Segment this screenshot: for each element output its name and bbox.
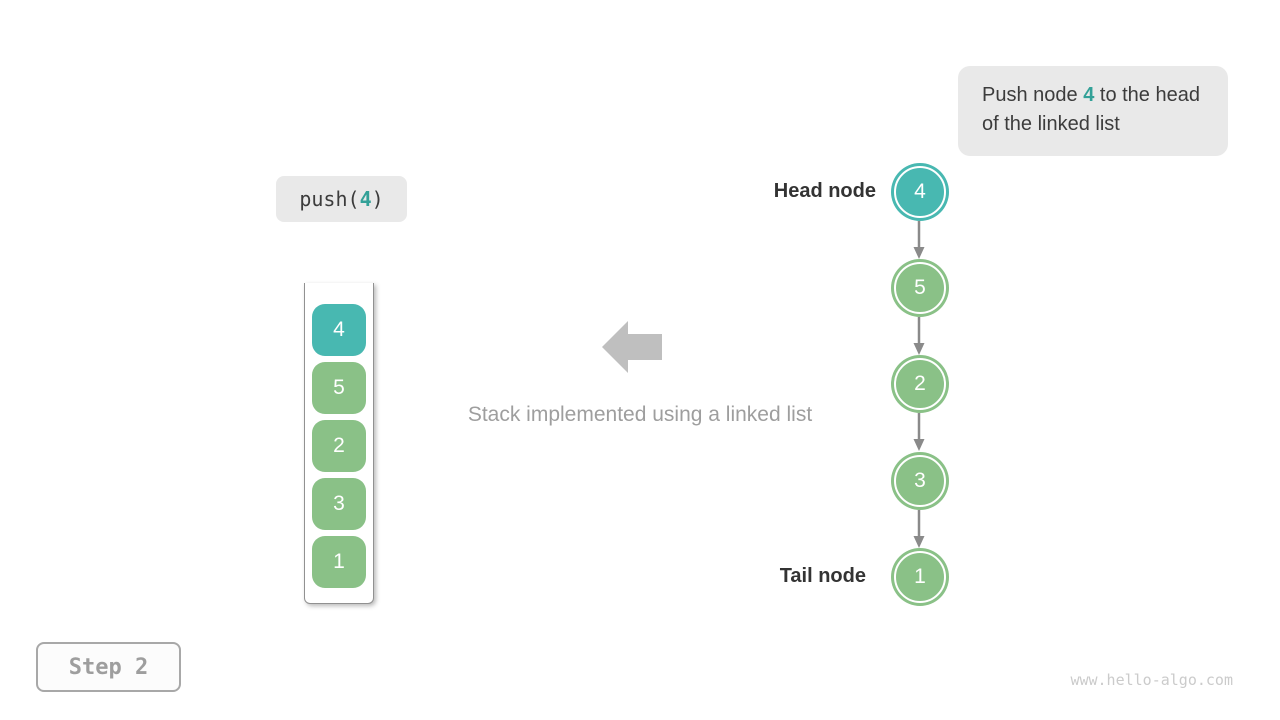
stack-item-value: 1 (333, 550, 345, 573)
list-node: 5 (894, 262, 946, 314)
push-call-arg: 4 (359, 187, 372, 211)
explanation-tooltip: Push node 4 to the head of the linked li… (958, 66, 1228, 156)
stack-item: 2 (312, 420, 366, 472)
push-call-label: push(4) (276, 176, 407, 222)
stack-item: 5 (312, 362, 366, 414)
list-node-value: 3 (914, 469, 926, 492)
watermark: www.hello-algo.com (1070, 671, 1233, 689)
list-node-value: 1 (914, 565, 926, 588)
stack-container: 4 5 2 3 1 (304, 283, 374, 604)
tooltip-text-before: Push node (982, 84, 1084, 106)
list-node-value: 5 (914, 276, 926, 299)
list-node: 3 (894, 455, 946, 507)
list-node: 1 (894, 551, 946, 603)
list-node-value: 2 (914, 372, 926, 395)
tail-node-label: Tail node (779, 565, 866, 587)
down-arrow-icon (913, 221, 925, 259)
down-arrow-icon (913, 413, 925, 451)
stack-item: 4 (312, 304, 366, 356)
stack-item-value: 2 (333, 434, 345, 457)
block-arrow-left-icon (602, 321, 662, 373)
stack-item: 3 (312, 478, 366, 530)
stack-item-value: 3 (333, 492, 345, 515)
stack-item-value: 5 (333, 376, 345, 399)
tooltip-text-after: to the head of the linked list (982, 84, 1200, 135)
stack-item: 1 (312, 536, 366, 588)
list-node: 4 (894, 166, 946, 218)
tooltip-highlight-value: 4 (1083, 84, 1095, 106)
stack-caption: Stack implemented using a linked list (467, 403, 813, 426)
push-call-after: ) (371, 187, 384, 211)
push-call-before: push( (299, 187, 360, 211)
list-node: 2 (894, 358, 946, 410)
down-arrow-icon (913, 510, 925, 548)
down-arrow-icon (913, 317, 925, 355)
step-badge: Step 2 (36, 642, 181, 692)
list-node-value: 4 (914, 180, 926, 203)
head-node-label: Head node (773, 180, 876, 202)
stack-item-value: 4 (333, 318, 345, 341)
